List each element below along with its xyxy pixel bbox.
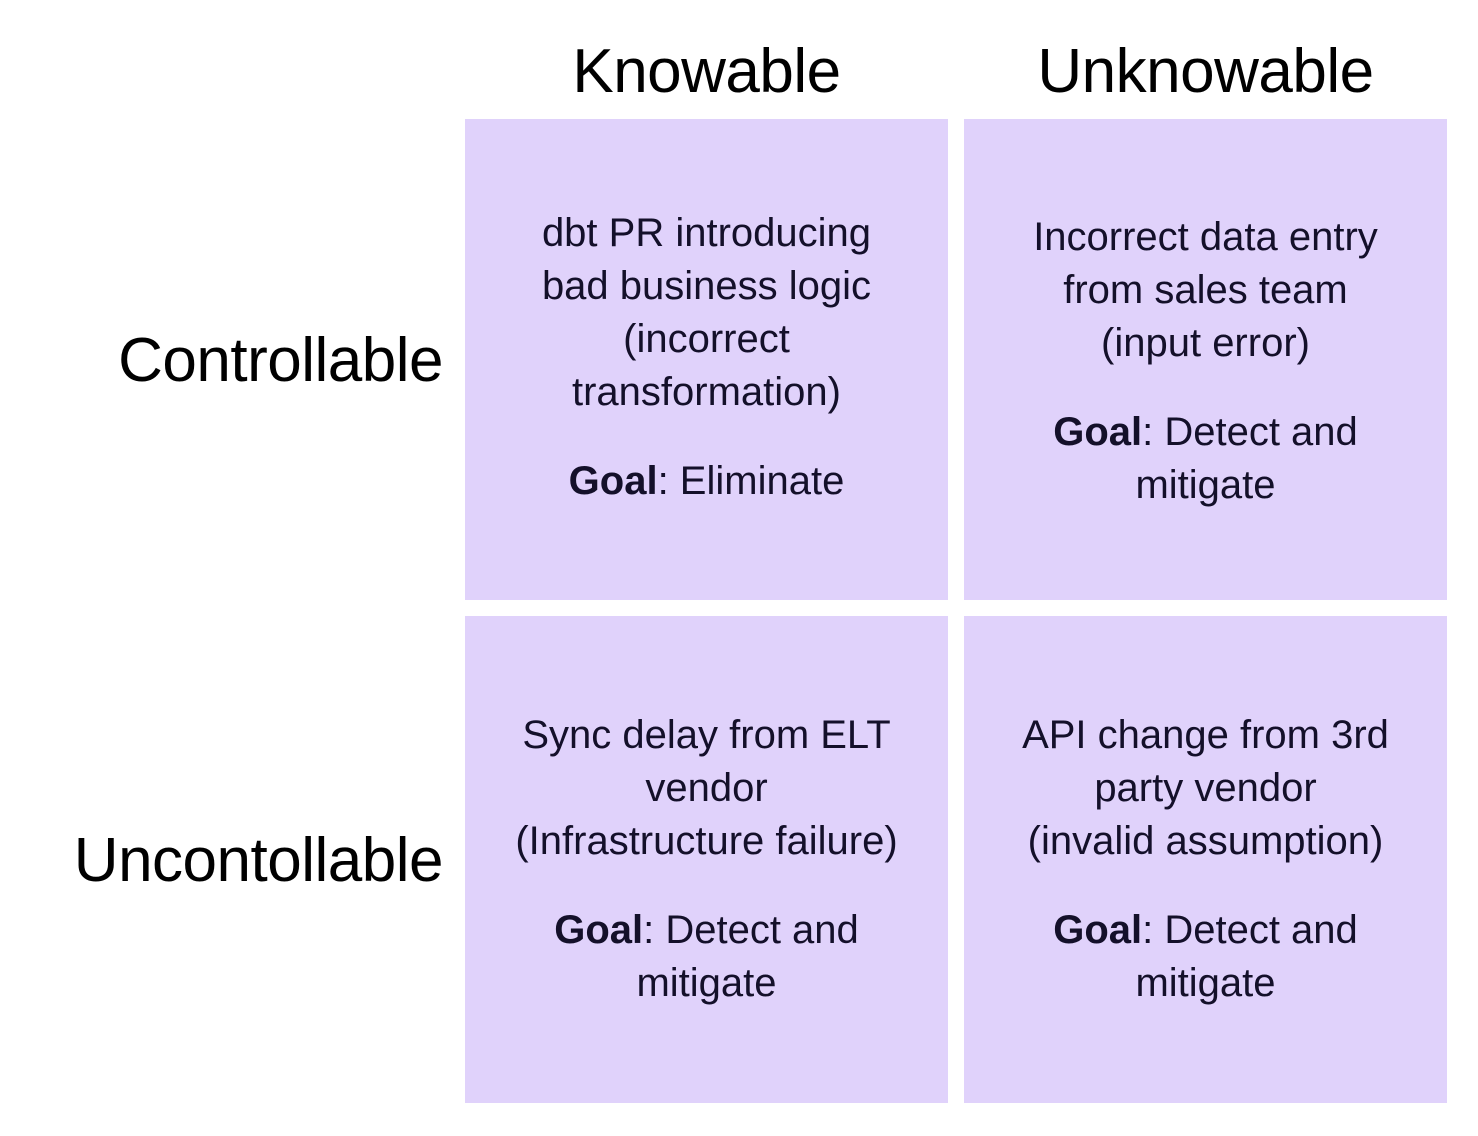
column-header-unknowable: Unknowable xyxy=(1037,37,1374,106)
quadrant-goal: Goal: Detect and mitigate xyxy=(988,406,1423,512)
quadrant-goal: Goal: Detect and mitigate xyxy=(489,904,924,1010)
row-label-uncontollable: Uncontollable xyxy=(73,826,444,895)
goal-value: : Eliminate xyxy=(657,459,845,503)
quadrant-cell-uncontollable-knowable: Sync delay from ELT vendor (Infrastructu… xyxy=(465,616,948,1103)
goal-label: Goal xyxy=(568,459,658,503)
row-label-controllable: Controllable xyxy=(118,326,443,395)
goal-label: Goal xyxy=(1053,908,1143,952)
goal-label: Goal xyxy=(1053,410,1143,454)
goal-value: : Detect and mitigate xyxy=(1135,410,1358,507)
column-header-knowable: Knowable xyxy=(572,37,841,106)
quadrant-cell-uncontollable-unknowable: API change from 3rd party vendor (invali… xyxy=(964,616,1447,1103)
quadrant-goal: Goal: Eliminate xyxy=(569,455,845,508)
goal-label: Goal xyxy=(554,908,644,952)
goal-value: : Detect and mitigate xyxy=(1135,908,1358,1005)
quadrant-description: Incorrect data entry from sales team (in… xyxy=(1033,215,1378,365)
quadrant-description: Sync delay from ELT vendor (Infrastructu… xyxy=(515,713,898,863)
goal-value: : Detect and mitigate xyxy=(636,908,859,1005)
quadrant-goal: Goal: Detect and mitigate xyxy=(988,904,1423,1010)
quadrant-description: API change from 3rd party vendor (invali… xyxy=(1022,713,1389,863)
quadrant-cell-controllable-knowable: dbt PR introducing bad business logic (i… xyxy=(465,119,948,600)
quadrant-cell-controllable-unknowable: Incorrect data entry from sales team (in… xyxy=(964,119,1447,600)
quadrant-description: dbt PR introducing bad business logic (i… xyxy=(541,211,872,414)
